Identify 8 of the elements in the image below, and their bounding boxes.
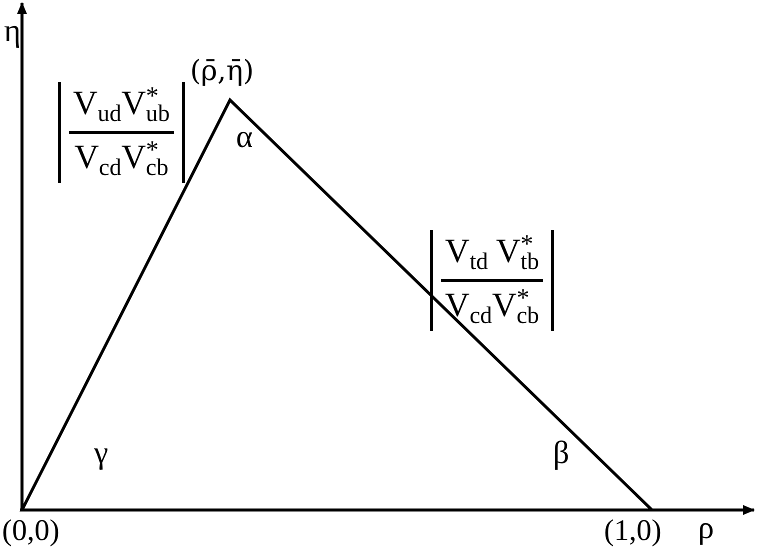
vertex-label: (0,0) bbox=[2, 514, 60, 547]
vertex-label: (ρ̄,η̄) bbox=[190, 54, 254, 87]
angle-label: γ bbox=[94, 434, 108, 470]
vertex-label: (1,0) bbox=[604, 514, 662, 547]
angle-label: β bbox=[553, 434, 570, 470]
axis-label: η bbox=[4, 12, 21, 48]
angle-label: α bbox=[236, 118, 253, 154]
axis-label: ρ bbox=[698, 509, 714, 545]
